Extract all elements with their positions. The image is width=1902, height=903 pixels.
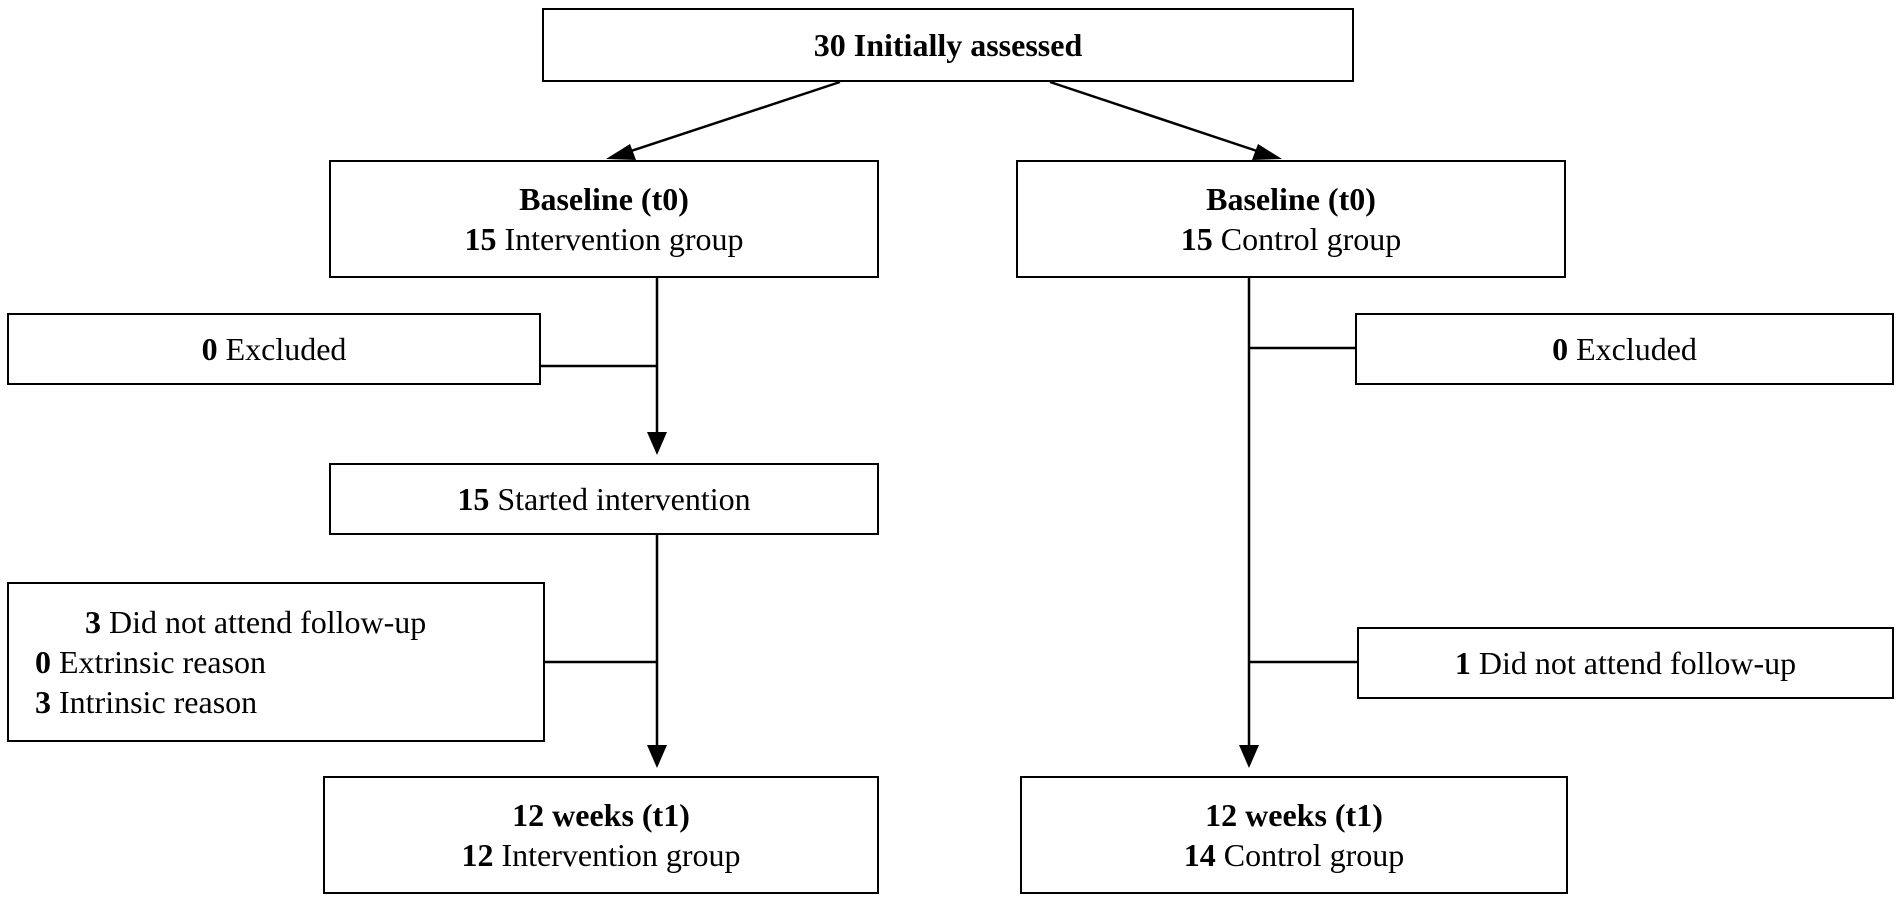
arrowhead-intervention-started: [647, 432, 667, 455]
arrowhead-intervention-t1: [647, 745, 667, 768]
started-intervention-box: 15 Started intervention: [329, 463, 879, 535]
control-t1-box: 12 weeks (t1) 14 Control group: [1020, 776, 1568, 894]
intervention-baseline-line: 15 Intervention group: [464, 219, 743, 259]
intervention-followup-loss-line-1: 3 Did not attend follow-up: [35, 602, 426, 642]
control-excluded-box: 0 Excluded: [1355, 313, 1894, 385]
control-baseline-count: 15: [1180, 221, 1213, 257]
intervention-t1-box: 12 weeks (t1) 12 Intervention group: [323, 776, 879, 894]
intervention-baseline-title: Baseline (t0): [519, 181, 689, 217]
initially-assessed-label: 30 Initially assessed: [813, 27, 1083, 63]
intervention-followup-loss-text-1: Did not attend follow-up: [101, 604, 427, 640]
arrowhead-control-t1: [1239, 745, 1259, 768]
intervention-followup-loss-count-2: 0: [35, 644, 51, 680]
control-followup-loss-text: Did not attend follow-up: [1470, 645, 1797, 681]
started-intervention-count: 15: [457, 481, 490, 517]
arrow-top-to-control: [1049, 80, 1261, 154]
intervention-excluded-box: 0 Excluded: [7, 313, 541, 385]
intervention-followup-loss-line-3: 3 Intrinsic reason: [35, 682, 257, 722]
arrow-top-to-intervention: [627, 80, 841, 154]
intervention-baseline-box: Baseline (t0) 15 Intervention group: [329, 160, 879, 278]
started-intervention-text: Started intervention: [489, 481, 751, 517]
control-baseline-text: Control group: [1212, 221, 1402, 257]
control-baseline-box: Baseline (t0) 15 Control group: [1016, 160, 1566, 278]
control-excluded-line: 0 Excluded: [1552, 329, 1697, 369]
control-t1-count: 14: [1183, 837, 1216, 873]
control-t1-title: 12 weeks (t1): [1205, 797, 1383, 833]
control-baseline-title: Baseline (t0): [1206, 181, 1376, 217]
intervention-excluded-line: 0 Excluded: [202, 329, 347, 369]
intervention-followup-loss-text-2: Extrinsic reason: [51, 644, 267, 680]
intervention-t1-line: 12 Intervention group: [461, 835, 740, 875]
control-excluded-text: Excluded: [1568, 331, 1697, 367]
initially-assessed-box: 30 Initially assessed: [542, 8, 1354, 82]
arrowhead-top-to-intervention: [606, 144, 636, 160]
intervention-followup-loss-text-3: Intrinsic reason: [51, 684, 258, 720]
intervention-excluded-count: 0: [201, 331, 218, 367]
control-baseline-line: 15 Control group: [1181, 219, 1401, 259]
control-followup-loss-count: 1: [1454, 645, 1471, 681]
intervention-baseline-text: Intervention group: [496, 221, 744, 257]
intervention-t1-count: 12: [461, 837, 494, 873]
arrowhead-top-to-control: [1252, 144, 1282, 160]
intervention-t1-title: 12 weeks (t1): [512, 797, 690, 833]
control-followup-loss-line: 1 Did not attend follow-up: [1455, 643, 1796, 683]
intervention-baseline-count: 15: [464, 221, 497, 257]
intervention-excluded-text: Excluded: [217, 331, 347, 367]
intervention-followup-loss-line-2: 0 Extrinsic reason: [35, 642, 266, 682]
control-followup-loss-box: 1 Did not attend follow-up: [1357, 627, 1894, 699]
control-t1-line: 14 Control group: [1184, 835, 1404, 875]
intervention-followup-loss-count-1: 3: [85, 604, 101, 640]
intervention-followup-loss-box: 3 Did not attend follow-up 0 Extrinsic r…: [7, 582, 545, 742]
started-intervention-line: 15 Started intervention: [457, 479, 750, 519]
intervention-t1-text: Intervention group: [493, 837, 741, 873]
control-excluded-count: 0: [1552, 331, 1569, 367]
control-t1-text: Control group: [1215, 837, 1405, 873]
intervention-followup-loss-count-3: 3: [35, 684, 51, 720]
